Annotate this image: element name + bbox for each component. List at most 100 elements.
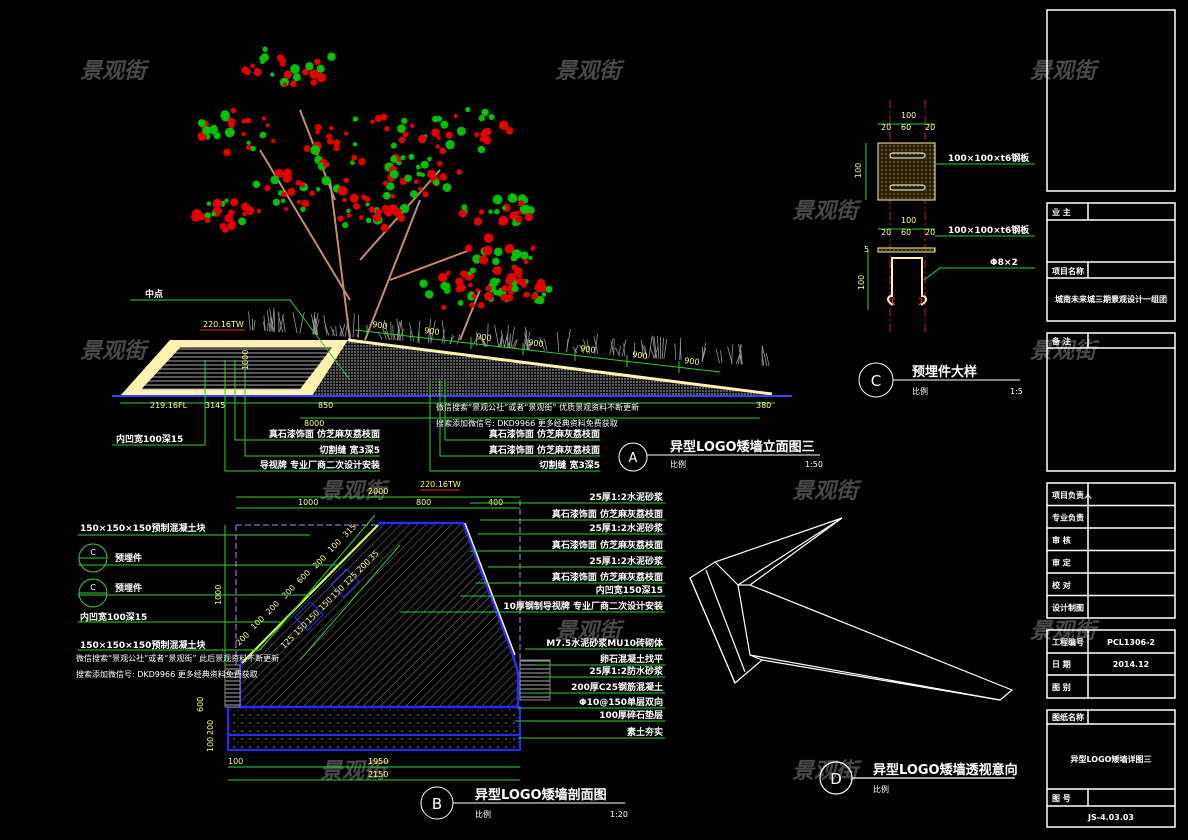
shrub-stroke bbox=[263, 321, 266, 332]
dim-380: 380 bbox=[756, 401, 771, 410]
label-finish: 真石漆饰面 仿芝麻灰荔枝面 bbox=[489, 444, 600, 456]
watermark: 景观街 bbox=[792, 199, 862, 224]
shrub-stroke bbox=[649, 346, 655, 359]
foliage bbox=[204, 217, 211, 224]
foliage bbox=[368, 206, 376, 213]
foliage bbox=[343, 177, 350, 183]
foliage bbox=[474, 132, 479, 138]
brick-planter bbox=[224, 664, 241, 708]
shrub-stroke bbox=[269, 318, 273, 332]
foliage bbox=[520, 251, 529, 260]
slope-dim: 100 bbox=[326, 537, 343, 554]
foliage bbox=[400, 155, 406, 161]
project-info-box bbox=[1046, 629, 1176, 699]
foliage bbox=[274, 168, 284, 178]
shrub-stroke bbox=[524, 326, 530, 350]
shrub-stroke bbox=[311, 320, 318, 335]
drawing-name: 异型LOGO矮墙详图三 bbox=[1071, 754, 1152, 764]
foliage bbox=[202, 125, 211, 135]
height-dim: 1000 bbox=[241, 350, 250, 370]
sign-panel bbox=[138, 346, 335, 391]
shrub-stroke bbox=[263, 315, 266, 332]
foliage bbox=[389, 169, 399, 179]
foliage bbox=[253, 68, 262, 77]
shrub-stroke bbox=[349, 329, 351, 338]
foliage bbox=[242, 211, 247, 217]
foliage bbox=[382, 191, 391, 200]
foliage bbox=[493, 257, 499, 263]
label-finish: 真石漆饰面 仿芝麻灰荔枝面 bbox=[489, 428, 600, 440]
foliage bbox=[482, 245, 493, 256]
wall-cap bbox=[347, 338, 773, 396]
dim: 200 bbox=[206, 720, 215, 735]
shrub-stroke bbox=[390, 321, 392, 340]
shrub-stroke bbox=[506, 337, 510, 349]
foliage bbox=[498, 220, 503, 226]
foliage bbox=[241, 118, 247, 124]
steel-plate-section bbox=[877, 247, 936, 253]
foliage bbox=[208, 125, 218, 135]
shrub-stroke bbox=[500, 339, 503, 348]
label-recess: 内凹宽100深15 bbox=[80, 611, 147, 623]
precast-block bbox=[330, 568, 360, 598]
dim: 60 bbox=[901, 123, 911, 132]
foliage bbox=[427, 156, 432, 162]
sloped-wall bbox=[312, 340, 772, 396]
shrub-stroke bbox=[330, 326, 336, 337]
foliage bbox=[511, 249, 522, 259]
foliage bbox=[283, 70, 293, 79]
dim-8000: 8000 bbox=[304, 419, 324, 428]
drawing-no: JS-4.03.03 bbox=[1087, 813, 1134, 822]
shrub-stroke bbox=[524, 332, 529, 350]
shrub-stroke bbox=[566, 339, 569, 353]
leader bbox=[130, 299, 351, 381]
watermark: 景观街 bbox=[555, 619, 625, 644]
slope-dim: 100 bbox=[249, 614, 266, 631]
foliage bbox=[316, 72, 327, 83]
foliage bbox=[418, 186, 423, 192]
foliage bbox=[445, 131, 453, 139]
foliage bbox=[478, 255, 489, 265]
foliage bbox=[417, 134, 427, 144]
foliage bbox=[495, 278, 501, 284]
foliage bbox=[326, 138, 334, 145]
foliage bbox=[441, 304, 447, 310]
foliage bbox=[259, 55, 264, 61]
foliage bbox=[467, 271, 472, 276]
floor-elevation: 219.16FL bbox=[150, 401, 188, 410]
leader bbox=[112, 360, 206, 446]
shrub-stroke bbox=[377, 332, 383, 340]
view-title-a: 异型LOGO矮墙立面图三 bbox=[670, 439, 815, 455]
shrub-stroke bbox=[544, 339, 548, 351]
foliage bbox=[365, 217, 372, 224]
tree-branch bbox=[299, 109, 336, 201]
dim: 2150 bbox=[368, 770, 388, 779]
foliage bbox=[262, 46, 268, 52]
shrub-stroke bbox=[653, 336, 658, 359]
shrub-stroke bbox=[441, 329, 445, 344]
label-precast: 150×150×150预制混凝土块 bbox=[80, 639, 206, 651]
foliage bbox=[505, 126, 514, 135]
foliage bbox=[230, 221, 237, 227]
shrub-stroke bbox=[614, 347, 621, 357]
foliage bbox=[436, 160, 443, 167]
dim: 20 bbox=[925, 228, 935, 237]
foliage bbox=[500, 293, 509, 302]
foliage bbox=[333, 139, 341, 147]
foliage bbox=[346, 208, 351, 213]
foliage bbox=[494, 208, 500, 215]
foliage bbox=[534, 282, 545, 293]
foliage bbox=[478, 114, 485, 122]
foliage bbox=[343, 131, 349, 136]
foliage bbox=[281, 191, 287, 198]
foliage bbox=[453, 113, 458, 119]
foliage bbox=[309, 190, 316, 197]
foliage bbox=[296, 199, 302, 205]
shrub-stroke bbox=[323, 320, 330, 336]
foliage bbox=[409, 190, 418, 198]
shrub-stroke bbox=[397, 321, 402, 341]
view-marker-letter: C bbox=[871, 372, 881, 390]
foliage bbox=[390, 155, 398, 163]
foliage bbox=[432, 115, 439, 123]
